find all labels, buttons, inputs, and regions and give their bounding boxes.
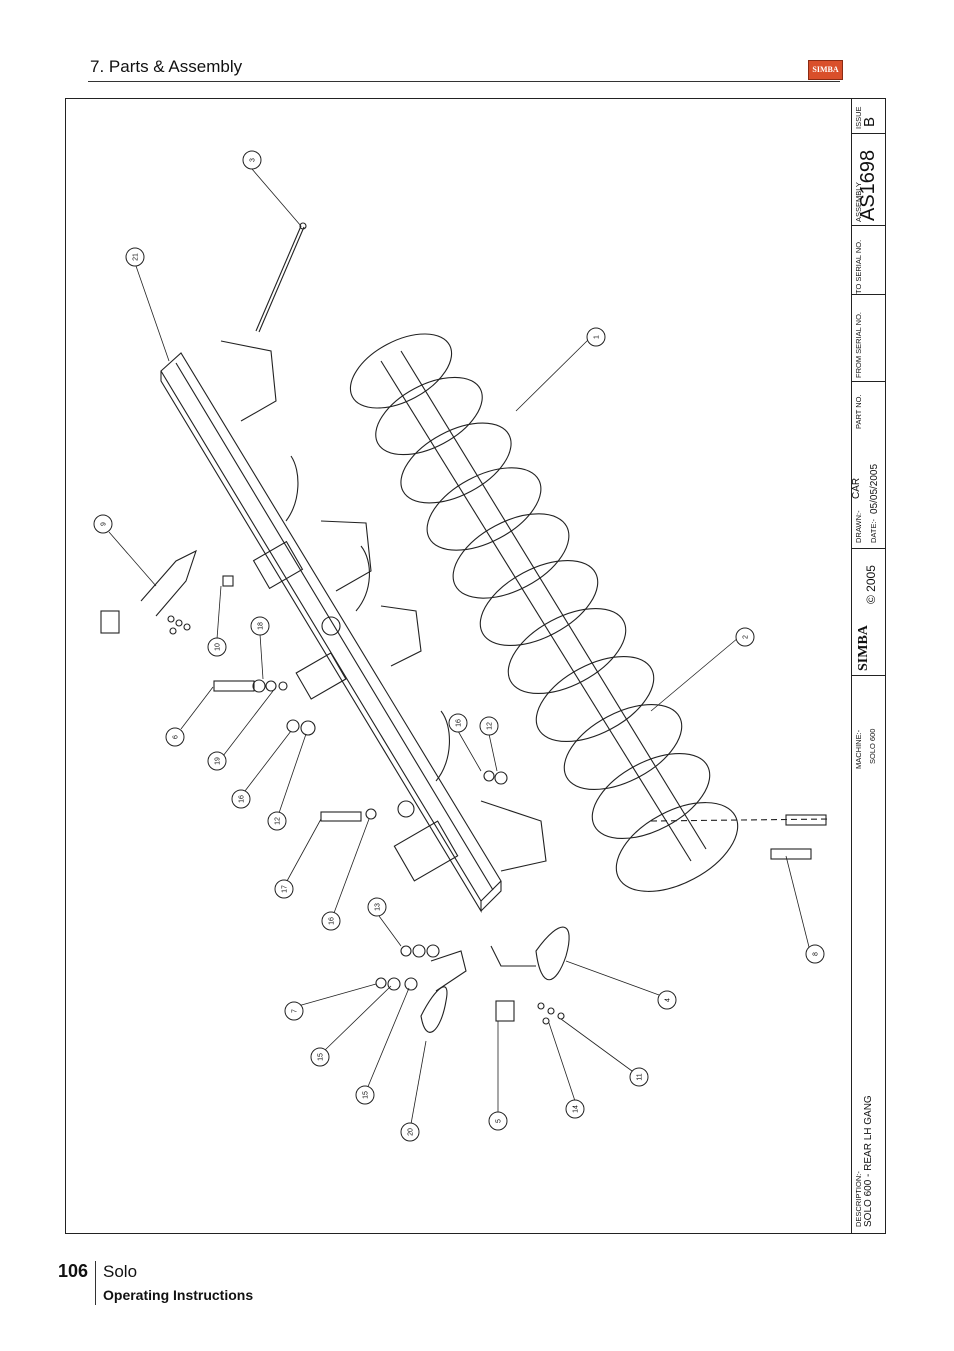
callout-7: 7	[292, 1009, 299, 1013]
footer-divider	[95, 1261, 96, 1305]
issue-value: B	[861, 116, 878, 127]
callout-20: 20	[408, 1128, 415, 1136]
leader-lines	[108, 168, 810, 1125]
callout-16: 16	[329, 917, 336, 925]
machine-label: MACHINE:-	[854, 729, 863, 769]
callout-9: 9	[101, 522, 108, 526]
callout-1: 1	[594, 335, 601, 339]
callout-16: 16	[456, 719, 463, 727]
callout-3: 3	[250, 158, 257, 162]
callout-15: 15	[363, 1091, 370, 1099]
drawn-value: CAR	[851, 477, 862, 499]
tie-rod	[255, 222, 307, 333]
callout-15: 15	[318, 1053, 325, 1061]
callout-10: 10	[215, 643, 222, 651]
section-title: 7. Parts & Assembly	[90, 57, 243, 76]
footer-subtitle: Operating Instructions	[103, 1287, 254, 1303]
drawing-frame: 3 21 1 2 9 10 18 6 19 16 12 17 16 16 12 …	[65, 98, 852, 1234]
callout-19: 19	[215, 757, 222, 765]
callout-4: 4	[665, 998, 672, 1002]
part-no-label: PART NO.	[854, 394, 863, 429]
exploded-assembly-drawing: 3 21 1 2 9 10 18 6 19 16 12 17 16 16 12 …	[93, 150, 832, 1142]
footer-title: Solo	[103, 1262, 138, 1281]
date-label: DATE:-	[869, 518, 878, 543]
description-label: DESCRIPTION:-	[854, 1171, 863, 1227]
callout-21: 21	[133, 253, 140, 261]
callout-6: 6	[173, 735, 180, 739]
callout-12: 12	[487, 722, 494, 730]
callout-11: 11	[637, 1073, 644, 1080]
main-beam	[160, 352, 502, 913]
brackets	[220, 340, 547, 872]
callout-12: 12	[275, 817, 282, 825]
scraper-left	[100, 549, 197, 635]
callout-balloons: 3 21 1 2 9 10 18 6 19 16 12 17 16 16 12 …	[93, 150, 825, 1142]
callout-18: 18	[258, 622, 265, 630]
callout-13: 13	[375, 903, 382, 911]
date-value: 05/05/2005	[869, 463, 880, 514]
machine-value: SOLO 600	[868, 728, 877, 764]
hardware	[213, 575, 832, 991]
assembly-number: AS1698	[857, 149, 879, 221]
company-logo: SIMBA	[856, 625, 871, 671]
copyright: © 2005	[864, 565, 878, 604]
description-value: SOLO 600 - REAR LH GANG	[863, 1095, 874, 1227]
callout-2: 2	[743, 635, 750, 639]
from-serial-label: FROM SERIAL NO.	[854, 312, 863, 378]
callout-5: 5	[496, 1119, 503, 1123]
scraper-blade	[420, 950, 467, 1033]
callout-17: 17	[282, 885, 289, 893]
callout-16: 16	[239, 795, 246, 803]
page-number: 106	[58, 1261, 89, 1281]
title-block: DESCRIPTION:- SOLO 600 - REAR LH GANG MA…	[851, 98, 886, 1234]
simba-logo: SIMBA	[808, 60, 843, 80]
to-serial-label: TO SERIAL NO.	[854, 239, 863, 294]
disc-gang	[349, 333, 739, 892]
callout-14: 14	[573, 1105, 580, 1113]
callout-8: 8	[813, 952, 820, 956]
drawn-label: DRAWN:-	[854, 510, 863, 543]
scraper-right	[490, 926, 570, 1025]
drawing-lines	[100, 168, 832, 1125]
header-rule	[88, 81, 840, 82]
